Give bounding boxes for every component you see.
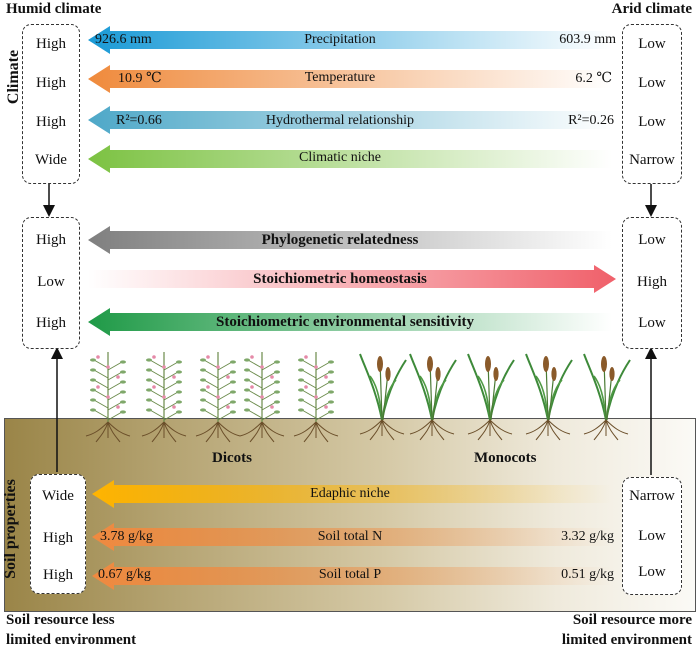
soil-less-limited-header-line1: Soil resource less bbox=[6, 612, 115, 628]
hydrothermal-label: Hydrothermal relationship bbox=[265, 113, 415, 128]
soil-n-right-value: 3.32 g/kg bbox=[561, 529, 614, 544]
monocots-label: Monocots bbox=[474, 450, 537, 466]
soil-n-left-value: 3.78 g/kg bbox=[100, 529, 153, 544]
hydrothermal-left-level: High bbox=[36, 114, 66, 130]
homeostasis-arrow bbox=[88, 265, 616, 293]
precipitation-right-value: 603.9 mm bbox=[559, 32, 616, 47]
temperature-arrow bbox=[88, 65, 612, 93]
soil-p-right-value: 0.51 g/kg bbox=[561, 567, 614, 582]
hydrothermal-right-value: R²=0.26 bbox=[568, 113, 614, 128]
edaphic-niche-arrow bbox=[92, 480, 612, 508]
monocot-plant bbox=[583, 353, 631, 441]
temperature-right-level: Low bbox=[638, 75, 666, 91]
dicot-plant bbox=[239, 352, 285, 443]
edaphic-left-level: Wide bbox=[42, 488, 74, 504]
arid-climate-level-box: Low Low Low Narrow bbox=[622, 24, 682, 184]
phylogenetic-left-level: High bbox=[36, 232, 66, 248]
soil-n-left-level: High bbox=[43, 530, 73, 546]
phylogenetic-right-level: Low bbox=[638, 232, 666, 248]
soil-more-limited-level-box: Narrow Low Low bbox=[622, 477, 682, 595]
precipitation-left-value: 926.6 mm bbox=[95, 32, 152, 47]
sensitivity-right-level: Low bbox=[638, 315, 666, 331]
soil-less-limited-header-line2: limited environment bbox=[6, 632, 137, 648]
monocot-plant bbox=[409, 353, 457, 441]
climatic-niche-label: Climatic niche bbox=[298, 150, 382, 165]
precipitation-right-level: Low bbox=[638, 36, 666, 52]
humid-climate-level-box: High High High Wide bbox=[22, 24, 80, 184]
dicot-plant bbox=[85, 352, 131, 443]
soil-p-label: Soil total P bbox=[318, 567, 382, 582]
monocot-plant bbox=[525, 353, 573, 441]
soil-n-right-level: Low bbox=[638, 528, 666, 544]
dicot-plant bbox=[195, 352, 241, 443]
homeostasis-label: Stoichiometric homeostasis bbox=[253, 271, 427, 287]
precipitation-label: Precipitation bbox=[304, 32, 376, 47]
temperature-label: Temperature bbox=[304, 70, 376, 85]
humid-plant-level-box: High Low High bbox=[22, 217, 80, 349]
climatic-niche-right-level: Narrow bbox=[629, 152, 675, 168]
edaphic-niche-label: Edaphic niche bbox=[310, 486, 390, 501]
dicot-plant bbox=[141, 352, 187, 443]
arid-plant-level-box: Low High Low bbox=[622, 217, 682, 349]
phylogenetic-label: Phylogenetic relatedness bbox=[261, 232, 419, 248]
temperature-right-value: 6.2 ℃ bbox=[575, 71, 612, 86]
hydrothermal-right-level: Low bbox=[638, 114, 666, 130]
climatic-niche-left-level: Wide bbox=[35, 152, 67, 168]
soil-more-limited-header-line2: limited environment bbox=[561, 632, 692, 648]
soil-p-right-level: Low bbox=[638, 564, 666, 580]
soil-more-limited-header-line1: Soil resource more bbox=[572, 612, 692, 628]
temperature-left-level: High bbox=[36, 75, 66, 91]
homeostasis-right-level: High bbox=[637, 274, 667, 290]
phylogenetic-arrow bbox=[88, 226, 612, 254]
sensitivity-label: Stoichiometric environmental sensitivity bbox=[215, 314, 475, 330]
humid-climate-header: Humid climate bbox=[6, 1, 102, 17]
soil-p-left-value: 0.67 g/kg bbox=[98, 567, 151, 582]
precipitation-arrow bbox=[88, 26, 612, 54]
dicot-plant bbox=[293, 352, 339, 443]
soil-n-arrow bbox=[92, 523, 612, 551]
soil-less-limited-level-box: Wide High High bbox=[30, 474, 86, 594]
edaphic-right-level: Narrow bbox=[629, 488, 675, 504]
soil-p-arrow bbox=[92, 562, 612, 590]
sensitivity-left-level: High bbox=[36, 315, 66, 331]
soil-n-label: Soil total N bbox=[317, 529, 383, 544]
monocot-plant bbox=[359, 353, 407, 441]
soil-p-left-level: High bbox=[43, 567, 73, 583]
hydrothermal-left-value: R²=0.66 bbox=[116, 113, 162, 128]
dicots-label: Dicots bbox=[212, 450, 252, 466]
precipitation-left-level: High bbox=[36, 36, 66, 52]
climatic-niche-arrow bbox=[88, 145, 612, 173]
sensitivity-arrow bbox=[88, 308, 612, 336]
homeostasis-left-level: Low bbox=[37, 274, 65, 290]
arid-climate-header: Arid climate bbox=[611, 1, 692, 17]
temperature-left-value: 10.9 ℃ bbox=[118, 71, 162, 86]
monocot-plant bbox=[467, 353, 515, 441]
hydrothermal-arrow bbox=[88, 106, 612, 134]
